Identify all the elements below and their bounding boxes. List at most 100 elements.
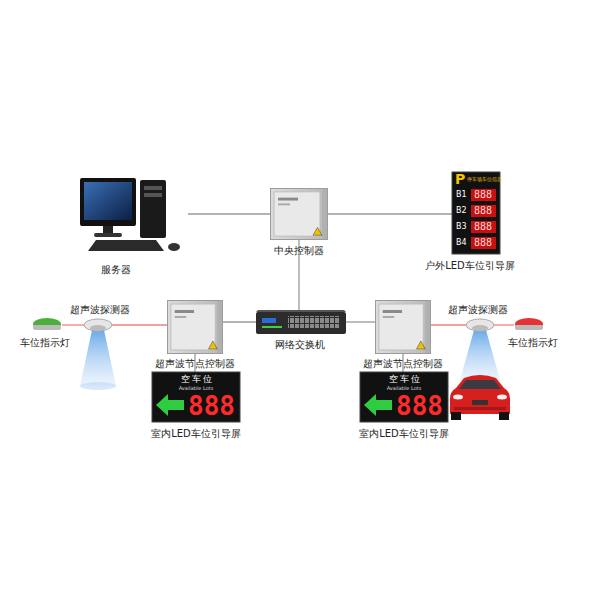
server-node: 服务器 (78, 175, 188, 252)
switch-logo (262, 318, 276, 323)
light-dome (515, 318, 543, 330)
detector-shell (84, 319, 112, 331)
screen-heading: 空车位 (181, 375, 214, 384)
device-label: 超声波节点控制器 (363, 358, 443, 370)
device-label: 室内LED车位引导屏 (359, 428, 449, 440)
switch-leds (262, 326, 282, 328)
light-base (515, 325, 543, 330)
connector-line (188, 213, 270, 214)
digit-readout: 888 (396, 393, 443, 419)
screen-heading: 空车位 (389, 375, 422, 384)
detector-sensor (472, 325, 488, 331)
red-car (450, 375, 510, 420)
digit-readout: 888 (474, 206, 492, 216)
device-label: 室内LED车位引导屏 (151, 428, 241, 440)
device-label: 中央控制器 (274, 245, 324, 257)
floor-name: B1 (456, 191, 467, 199)
screen-subheading: Available Lots (179, 386, 214, 391)
device-label: 车位指示灯 (508, 337, 558, 349)
car-wheel (499, 412, 509, 420)
screen-heading: 停车场车位信息 (467, 177, 502, 182)
digit-readout: 888 (474, 238, 492, 248)
connector-line (112, 324, 167, 325)
keyboard (88, 240, 164, 251)
node-controller-node: 超声波节点控制器 (167, 300, 223, 354)
server-computer (80, 178, 180, 251)
outdoor-led-screen (452, 172, 500, 254)
device-label: 网络交换机 (275, 339, 325, 351)
detector-sensor (90, 325, 106, 331)
digit-readout: 888 (188, 393, 235, 419)
floor-name: B4 (456, 239, 467, 247)
monitor-neck (103, 226, 113, 234)
central-controller-node: 中央控制器 (270, 188, 328, 240)
connector-line (328, 213, 452, 214)
screen-body (152, 372, 240, 422)
device-label: 户外LED车位引导屏 (425, 260, 515, 272)
car-wheel (451, 412, 461, 420)
node-controller-box (167, 301, 222, 354)
ultrasonic-beam (460, 330, 500, 380)
parking-p-sign: P (455, 172, 465, 186)
indoor-led-screen (360, 372, 448, 422)
digit-box (471, 189, 496, 201)
pc-tower (140, 180, 166, 238)
indicator-light-red (515, 318, 543, 330)
connector-line (346, 321, 375, 322)
connector-line (494, 324, 514, 325)
central-controller-box (271, 188, 328, 239)
device-label: 超声波探测器 (70, 304, 130, 316)
connector-line (431, 324, 466, 325)
indicator-light-node: 车位指示灯 (514, 318, 544, 332)
indicator-light-green (33, 318, 61, 330)
network-switch (256, 310, 346, 334)
drive-bay (144, 186, 162, 190)
digit-box (471, 221, 496, 233)
monitor-frame (80, 178, 136, 226)
drive-bay (144, 193, 162, 197)
car-windshield (459, 380, 501, 389)
device-label: 服务器 (101, 264, 131, 276)
detector-shell (466, 319, 494, 331)
floor-name: B2 (456, 207, 467, 215)
device-label: 超声波节点控制器 (155, 358, 235, 370)
ultrasonic-detector (460, 319, 500, 380)
connector-line (223, 321, 256, 322)
switch-top (256, 310, 346, 312)
detector-node: 超声波探测器 (84, 318, 112, 332)
switch-ports (288, 316, 340, 328)
ultrasonic-detector (80, 319, 116, 390)
green-arrow (364, 394, 392, 416)
screen-body (452, 172, 500, 254)
indicator-light-node: 车位指示灯 (32, 318, 62, 332)
light-base (33, 325, 61, 330)
digit-box (471, 205, 496, 217)
connector-line (62, 324, 84, 325)
screen-subheading: Available Lots (387, 386, 422, 391)
floor-name: B3 (456, 223, 467, 231)
green-arrow (156, 394, 184, 416)
mouse (168, 243, 180, 251)
device-label: 超声波探测器 (448, 304, 508, 316)
car-grille (472, 400, 488, 405)
digit-readout: 888 (474, 222, 492, 232)
car-headlight (497, 395, 507, 400)
node-controller-node: 超声波节点控制器 (375, 300, 431, 354)
monitor-screen (84, 182, 132, 220)
car-bumper (454, 407, 506, 410)
indoor-led-screen (152, 372, 240, 422)
digit-box (471, 237, 496, 249)
ultrasonic-beam (80, 330, 116, 386)
light-dome (33, 318, 61, 330)
detector-node: 超声波探测器 (466, 318, 494, 332)
device-label: 车位指示灯 (20, 337, 70, 349)
screen-body (360, 372, 448, 422)
network-switch-node: 网络交换机 (256, 310, 346, 334)
monitor-base (94, 233, 122, 237)
digit-readout: 888 (474, 190, 492, 200)
